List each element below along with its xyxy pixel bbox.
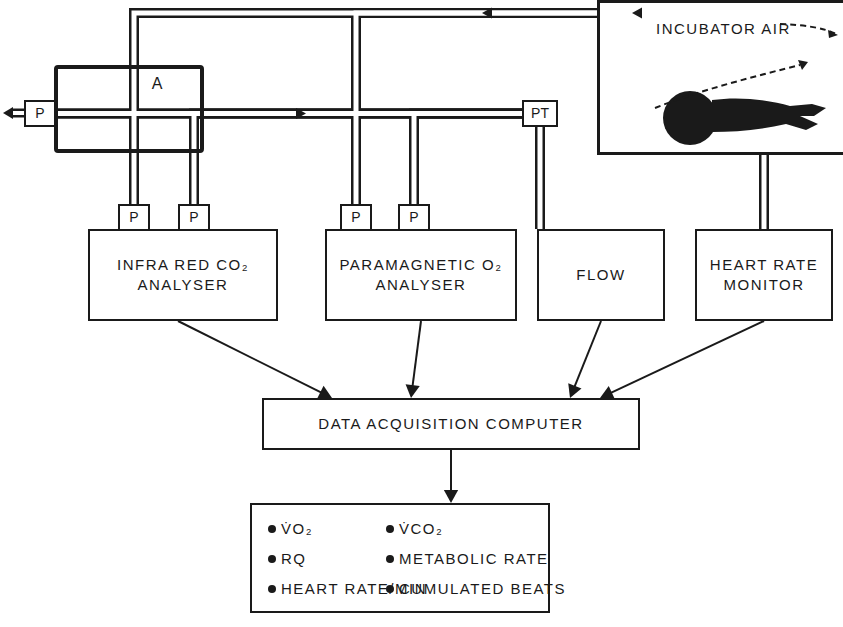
output-item: METABOLIC RATE (399, 549, 549, 569)
box-label: HEART RATE MONITOR (705, 255, 823, 296)
signal-arrow (178, 321, 332, 399)
output-item: V̇CO₂ (399, 519, 443, 539)
co2-analyser: INFRA RED CO₂ ANALYSER (88, 229, 278, 321)
arrowhead (568, 383, 581, 398)
bullet (386, 555, 394, 563)
gas-tube (540, 127, 541, 229)
pneumotach: PT (522, 100, 558, 127)
output-row: V̇O₂ (268, 519, 386, 539)
output-row: HEART RATE/MIN (268, 579, 386, 599)
box-label: PARAMAGNETIC O₂ ANALYSER (335, 255, 507, 296)
signal-arrow (406, 321, 421, 398)
arrowhead (296, 108, 306, 119)
box-label: FLOW (576, 265, 625, 285)
gas-tube (764, 155, 765, 229)
infant-hood: A (54, 65, 204, 153)
output-item: V̇O₂ (281, 519, 313, 539)
gas-tube (414, 114, 522, 205)
flow-arrowhead (798, 60, 808, 70)
output-row: V̇CO₂ (386, 519, 566, 539)
box-label: PT (531, 104, 549, 123)
box-label: P (35, 104, 44, 123)
box-label: INFRA RED CO₂ ANALYSER (98, 255, 268, 296)
pump: P (24, 100, 56, 127)
arrowhead (317, 386, 332, 399)
tube-arrows (296, 8, 642, 120)
bullet (268, 555, 276, 563)
output-row: CUMULATED BEATS (386, 579, 566, 599)
output-list: V̇O₂V̇CO₂RQMETABOLIC RATEHEART RATE/MINC… (250, 503, 550, 613)
box-label: A (150, 73, 166, 95)
signal-arrow (568, 321, 601, 398)
bullet (386, 525, 394, 533)
arrowhead (482, 8, 492, 19)
arrowhead (632, 8, 642, 19)
pump: P (178, 204, 210, 231)
signal-arrow (444, 450, 458, 503)
tube-inner (54, 13, 764, 229)
flow-arrowhead (828, 30, 838, 38)
box-label: P (129, 208, 138, 227)
infant (663, 91, 826, 145)
o2-analyser: PARAMAGNETIC O₂ ANALYSER (325, 229, 517, 321)
box-label: P (189, 208, 198, 227)
flow-meter: FLOW (537, 229, 665, 321)
box-label: P (351, 208, 360, 227)
output-item: CUMULATED BEATS (399, 579, 566, 599)
output-row: RQ (268, 549, 386, 569)
box-label: INCUBATOR AIR (656, 19, 791, 39)
arrowhead (406, 384, 420, 398)
pump: P (118, 204, 150, 231)
arrowhead (444, 490, 458, 503)
box-label: DATA ACQUISITION COMPUTER (318, 414, 583, 434)
incubator: INCUBATOR AIRA (597, 0, 843, 155)
computer-box: DATA ACQUISITION COMPUTER (262, 398, 640, 450)
bullet (268, 525, 276, 533)
output-row: METABOLIC RATE (386, 549, 566, 569)
bullet (268, 585, 276, 593)
heart-rate-monitor: HEART RATE MONITOR (695, 229, 833, 321)
signal-arrow (600, 321, 764, 399)
arrowhead (600, 386, 615, 399)
pump: P (398, 204, 430, 231)
pump: P (340, 204, 372, 231)
box-label: P (409, 208, 418, 227)
exhaust-tube (3, 107, 25, 119)
output-item: RQ (281, 549, 307, 569)
